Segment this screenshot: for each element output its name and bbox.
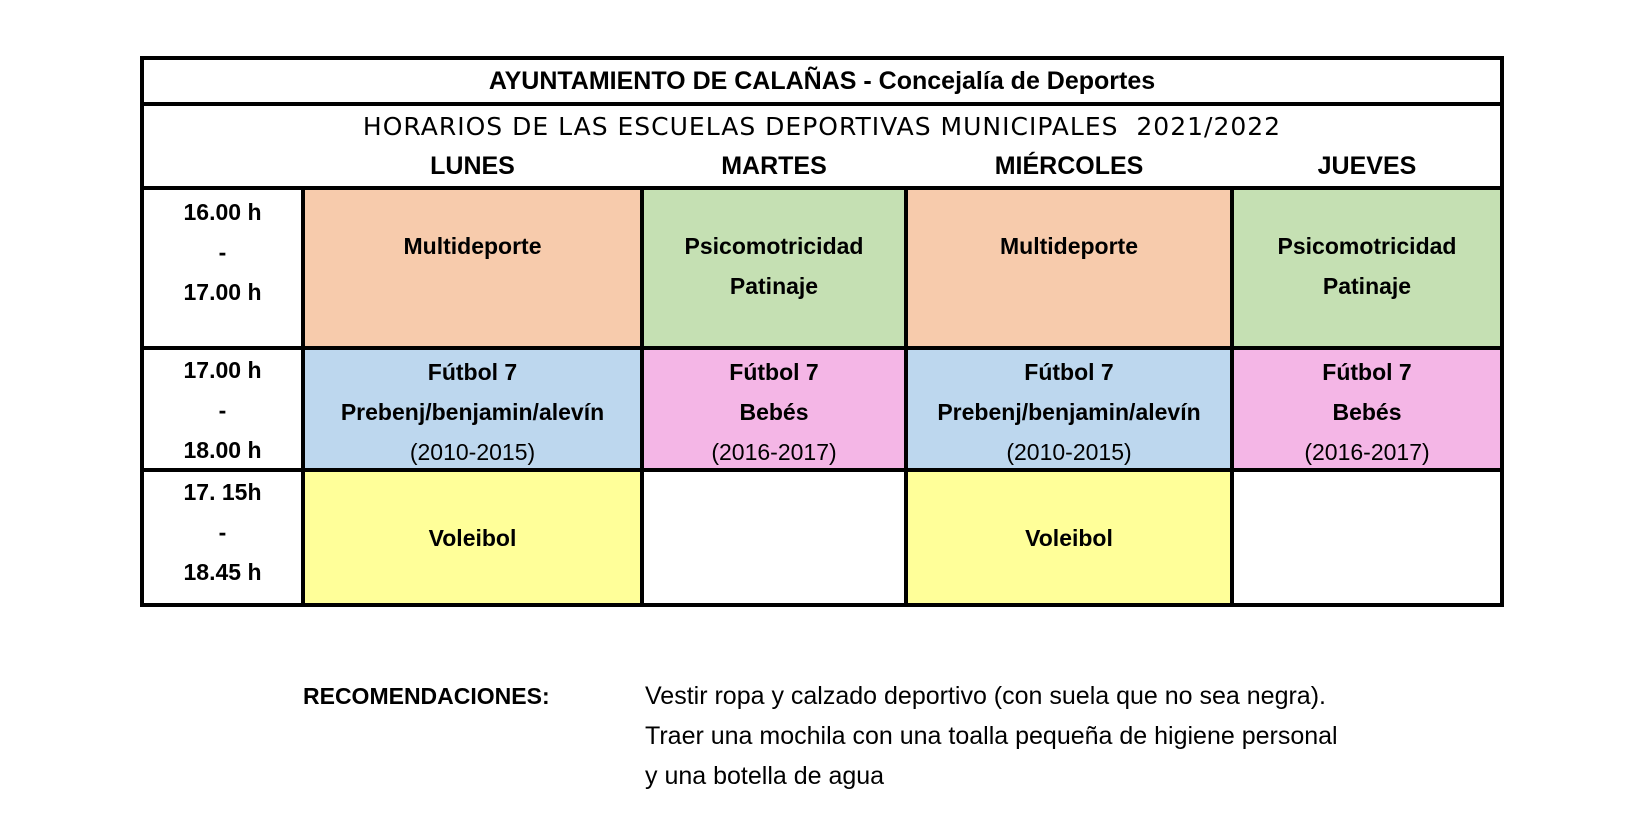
activity-name: Psicomotricidad xyxy=(684,233,864,259)
cell-jueves-psicomotricidad: Psicomotricidad Patinaje xyxy=(1234,190,1500,346)
divider xyxy=(301,190,305,603)
activity-category: Prebenj/benjamin/alevín xyxy=(340,399,605,425)
activity-years: (2016-2017) xyxy=(711,439,837,465)
activity-category: Bebés xyxy=(1332,399,1402,425)
activity-name: Fútbol 7 xyxy=(427,359,518,385)
activity-name: Psicomotricidad xyxy=(1277,233,1457,259)
day-header-miercoles: MIÉRCOLES xyxy=(994,151,1144,180)
activity-name: Multideporte xyxy=(1000,233,1138,259)
cell-miercoles-voleibol: Voleibol xyxy=(908,472,1230,603)
slot-end: 18.00 h xyxy=(183,437,262,463)
activity-years: (2010-2015) xyxy=(1006,439,1132,465)
divider xyxy=(144,346,1500,350)
slot-sep: - xyxy=(218,239,227,265)
activity-category: Prebenj/benjamin/alevín xyxy=(937,399,1201,425)
activity-name: Multideporte xyxy=(403,233,542,259)
divider xyxy=(1230,190,1234,603)
slot-sep: - xyxy=(218,397,227,423)
activity-name: Patinaje xyxy=(1322,273,1412,299)
day-header-lunes: LUNES xyxy=(430,151,515,180)
cell-martes-psicomotricidad: Psicomotricidad Patinaje xyxy=(644,190,904,346)
activity-category: Bebés xyxy=(739,399,809,425)
activity-years: (2010-2015) xyxy=(409,439,536,465)
cell-jueves-futbol: Fútbol 7 Bebés (2016-2017) xyxy=(1234,350,1500,468)
activity-name: Fútbol 7 xyxy=(1322,359,1412,385)
cell-miercoles-futbol: Fútbol 7 Prebenj/benjamin/alevín (2010-2… xyxy=(908,350,1230,468)
divider xyxy=(144,186,1500,190)
cell-lunes-voleibol: Voleibol xyxy=(305,472,640,603)
divider xyxy=(640,190,644,603)
activity-name: Patinaje xyxy=(729,273,819,299)
cell-martes-futbol: Fútbol 7 Bebés (2016-2017) xyxy=(644,350,904,468)
cell-lunes-multideporte: Multideporte xyxy=(305,190,640,346)
activity-years: (2016-2017) xyxy=(1304,439,1430,465)
recommendation-line: Traer una mochila con una toalla pequeña… xyxy=(645,722,1338,750)
slot-start: 16.00 h xyxy=(183,199,262,225)
divider xyxy=(144,102,1500,106)
recommendation-line: Vestir ropa y calzado deportivo (con sue… xyxy=(645,683,1326,710)
slot-sep: - xyxy=(218,519,227,545)
slot-end: 17.00 h xyxy=(183,279,262,305)
day-header-jueves: JUEVES xyxy=(1317,151,1417,180)
org-header: AYUNTAMIENTO DE CALAÑAS - Concejalía de … xyxy=(488,66,1156,95)
slot-start: 17.00 h xyxy=(183,357,262,383)
cell-miercoles-multideporte: Multideporte xyxy=(908,190,1230,346)
recommendation-line: y una botella de agua xyxy=(645,762,885,790)
cell-lunes-futbol: Fútbol 7 Prebenj/benjamin/alevín (2010-2… xyxy=(305,350,640,468)
slot-end: 18.45 h xyxy=(183,559,262,585)
divider xyxy=(904,190,908,603)
time-slot-3: 17. 15h - 18.45 h xyxy=(144,472,301,603)
divider xyxy=(144,468,1500,472)
activity-name: Fútbol 7 xyxy=(729,359,819,385)
recommendations-list: Vestir ropa y calzado deportivo (con sue… xyxy=(645,683,1405,803)
cell-martes-empty xyxy=(644,472,904,603)
time-slot-2: 17.00 h - 18.00 h xyxy=(144,350,301,468)
activity-name: Voleibol xyxy=(1025,524,1113,551)
time-slot-1: 16.00 h - 17.00 h xyxy=(144,190,301,346)
schedule-title: HORARIOS DE LAS ESCUELAS DEPORTIVAS MUNI… xyxy=(362,111,1282,141)
slot-start: 17. 15h xyxy=(183,479,262,505)
activity-name: Voleibol xyxy=(428,524,517,551)
recommendations-label: RECOMENDACIONES: xyxy=(303,683,550,709)
cell-jueves-empty xyxy=(1234,472,1500,603)
activity-name: Fútbol 7 xyxy=(1024,359,1114,385)
schedule-table: AYUNTAMIENTO DE CALAÑAS - Concejalía de … xyxy=(140,56,1504,607)
day-header-martes: MARTES xyxy=(721,151,827,180)
